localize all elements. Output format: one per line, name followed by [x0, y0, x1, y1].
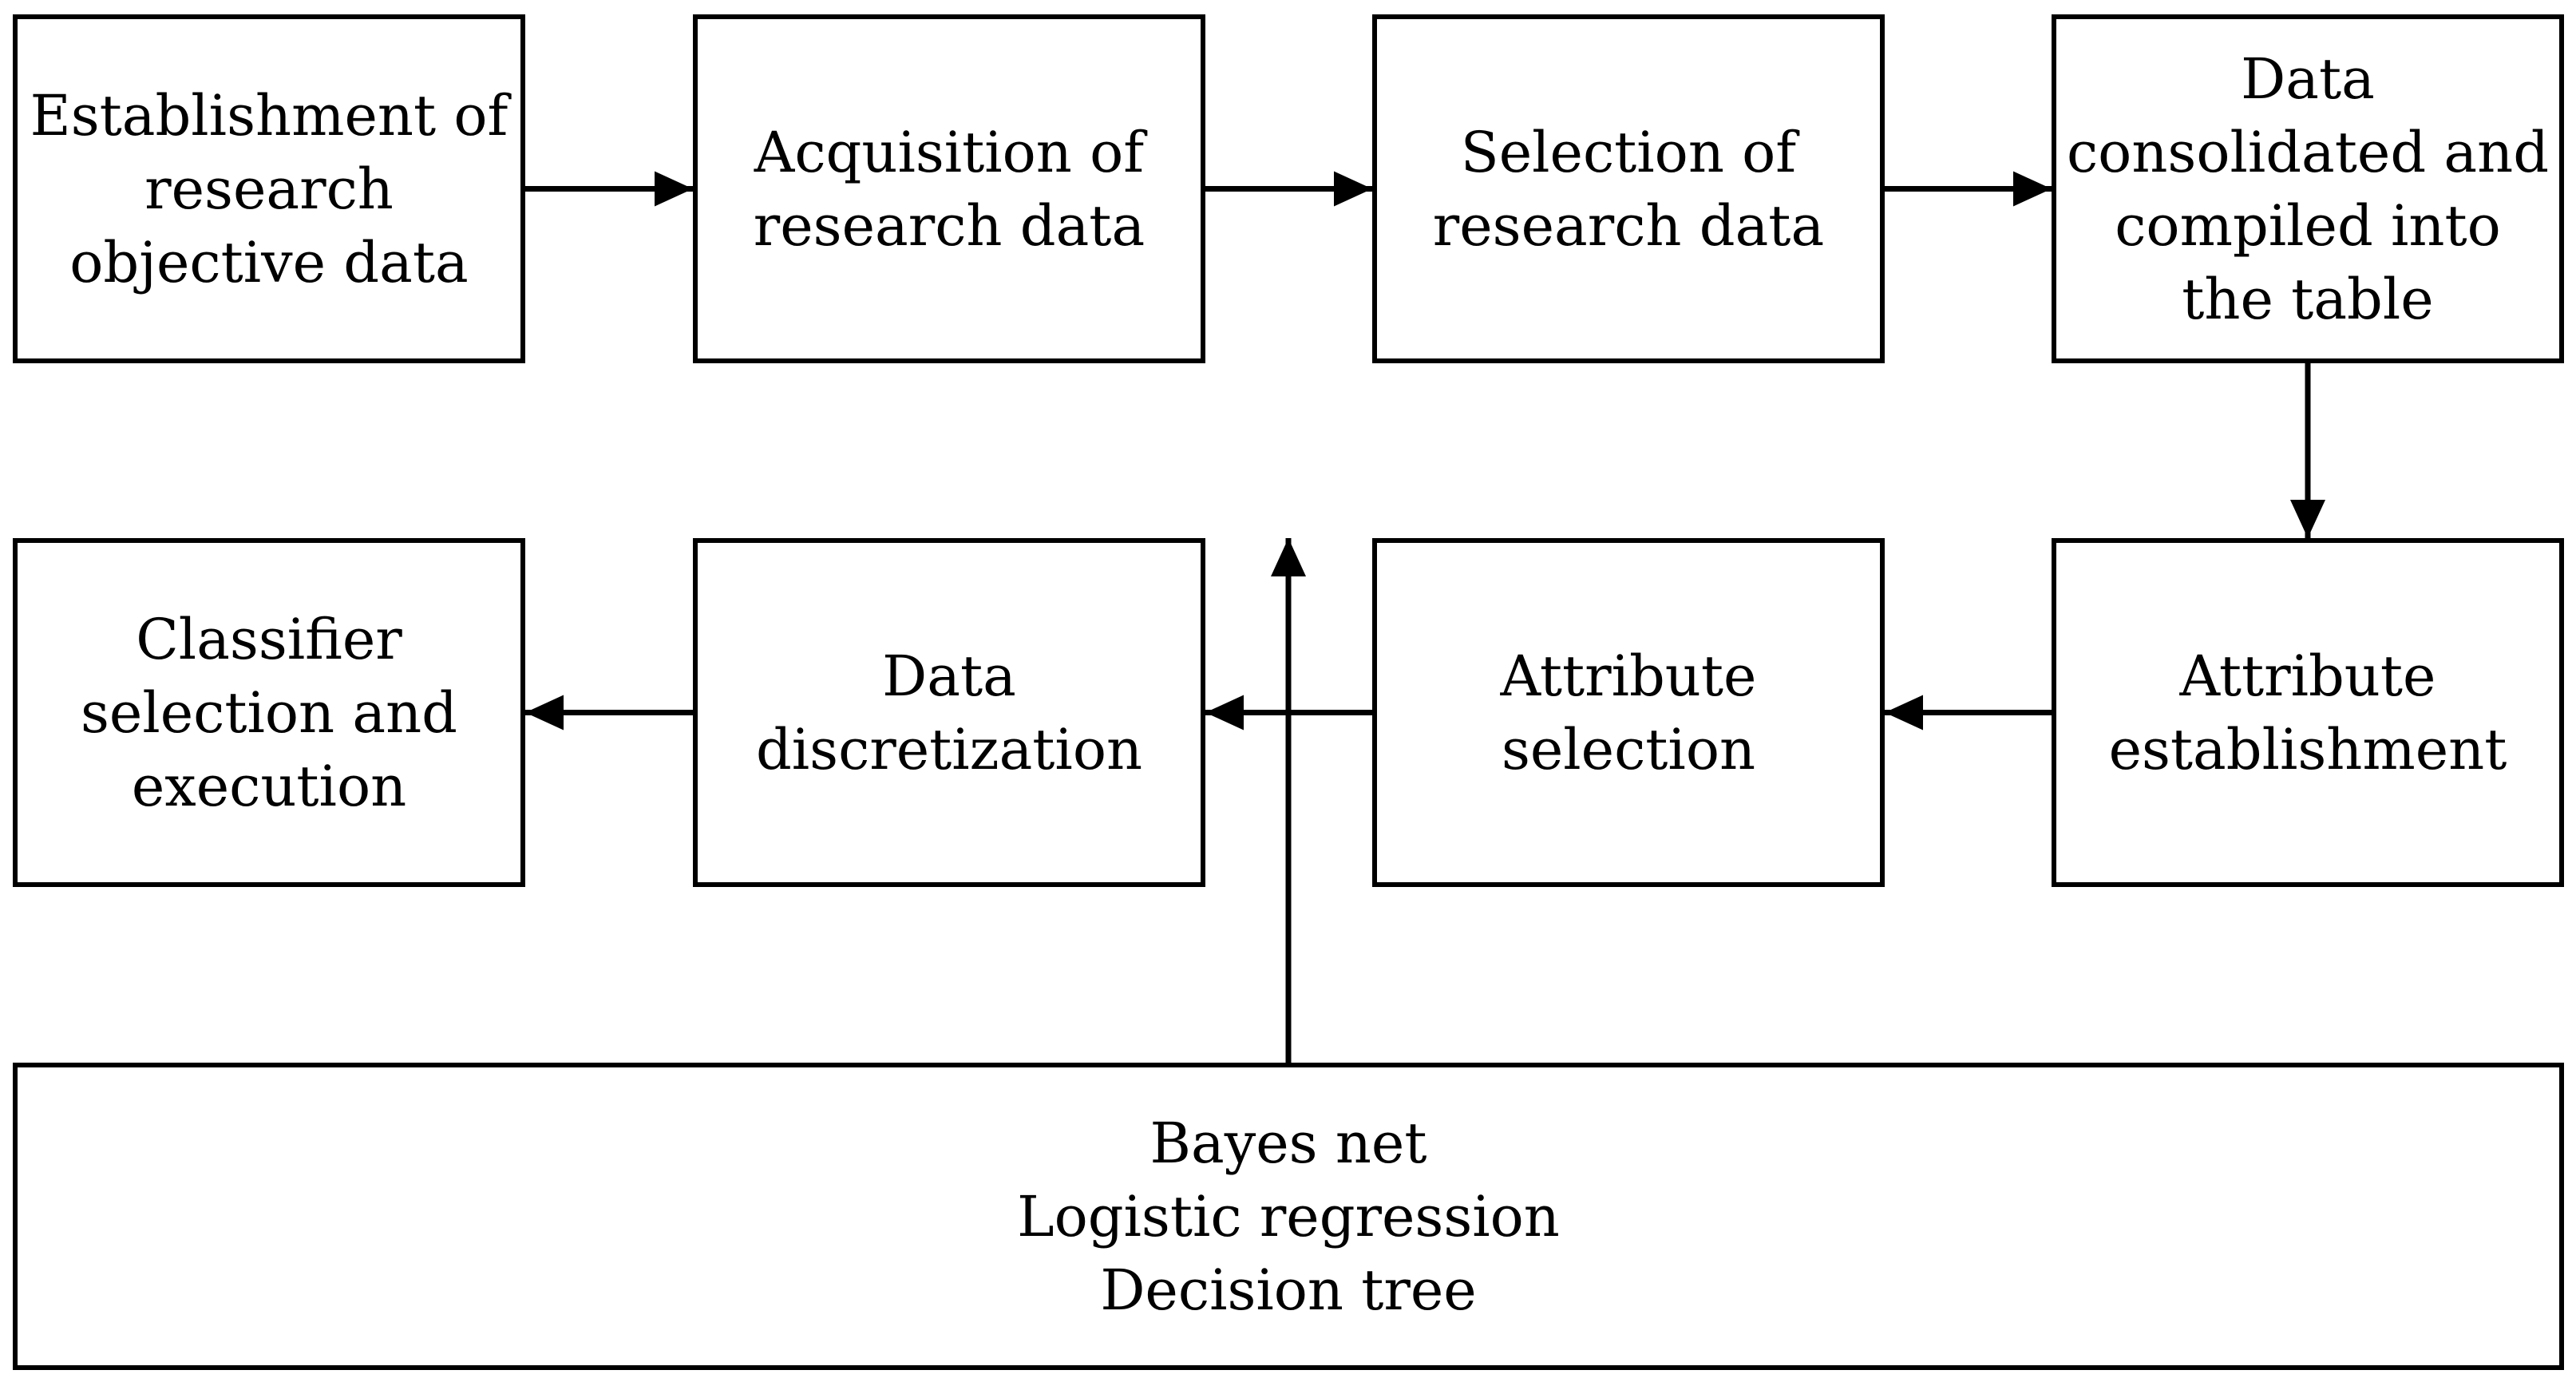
arrowhead-b6: [1205, 695, 1244, 731]
arrowhead-b8: [2290, 500, 2325, 538]
step-label-line: Acquisition of: [754, 119, 1145, 185]
step-label-line: research data: [753, 192, 1146, 259]
arrowhead-b5: [1271, 538, 1306, 576]
step-label-line: selection and: [81, 679, 457, 746]
step-label-line: execution: [131, 753, 407, 819]
step-classifier-selection-and-execution: Classifier selection and execution: [13, 538, 525, 887]
step-acquisition-of-research-data: Acquisition of research data: [693, 14, 1205, 363]
step-label-line: discretization: [755, 716, 1143, 782]
step-label-line: compiled into: [2115, 192, 2501, 259]
step-attribute-establishment: Attribute establishment: [2052, 538, 2564, 887]
step-selection-of-research-data: Selection of research data: [1372, 14, 1885, 363]
arrowhead-b4: [2013, 171, 2052, 207]
classifier-option: Logistic regression: [1017, 1183, 1560, 1249]
step-establishment-of-research-objective-data: Establishment of research objective data: [13, 14, 525, 363]
step-label-line: Classifier: [136, 606, 402, 672]
classifier-option: Bayes net: [1150, 1110, 1427, 1176]
arrowhead-b3: [1334, 171, 1372, 207]
step-data-discretization: Data discretization: [693, 538, 1205, 887]
step-attribute-selection: Attribute selection: [1372, 538, 1885, 887]
arrowhead-b7: [1885, 695, 1923, 731]
step-label-line: Attribute: [1500, 643, 1757, 709]
step-label-line: Data: [2241, 46, 2375, 112]
arrowhead-b5: [525, 695, 564, 731]
step-label-line: objective data: [69, 229, 469, 295]
step-label-line: research data: [1432, 192, 1825, 259]
step-label-line: consolidated and: [2066, 119, 2550, 185]
step-label-line: Attribute: [2179, 643, 2436, 709]
step-label-line: selection: [1501, 716, 1756, 782]
classifier-options-box: Bayes net Logistic regression Decision t…: [13, 1063, 2564, 1370]
step-label-line: Selection of: [1460, 119, 1797, 185]
step-label-line: Data: [882, 643, 1016, 709]
step-label-line: establishment: [2108, 716, 2507, 782]
step-label-line: Establishment of: [30, 82, 508, 148]
classifier-option: Decision tree: [1100, 1257, 1477, 1323]
step-data-consolidated-into-table: Data consolidated and compiled into the …: [2052, 14, 2564, 363]
arrowhead-b2: [655, 171, 693, 207]
step-label-line: research: [144, 156, 394, 222]
step-label-line: the table: [2182, 266, 2434, 332]
